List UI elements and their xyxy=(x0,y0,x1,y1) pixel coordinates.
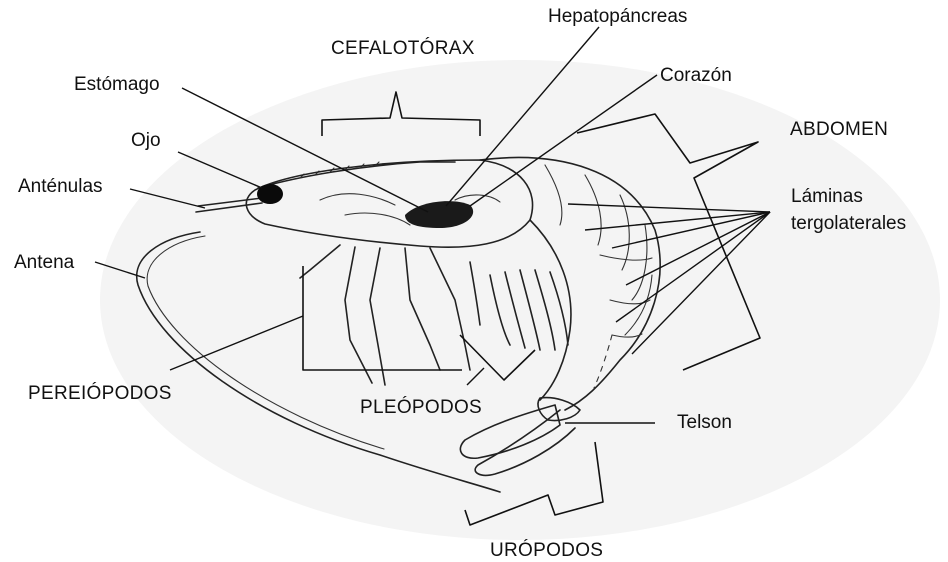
label-cefalotorax: CEFALOTÓRAX xyxy=(331,38,475,60)
pereiopodos-leader xyxy=(170,316,303,370)
laminas-leader-3 xyxy=(612,212,770,248)
corazon-leader xyxy=(470,75,657,206)
pereiopodos-bracket xyxy=(303,266,462,370)
label-corazon: Corazón xyxy=(660,65,732,87)
laminas-leader-2 xyxy=(585,212,770,230)
cefalotorax-brace xyxy=(322,92,480,136)
ojo-leader xyxy=(178,152,262,188)
label-estomago: Estómago xyxy=(74,74,160,96)
label-ojo: Ojo xyxy=(131,130,161,152)
uropodos-brace xyxy=(465,442,603,525)
label-pereiopodos: PEREIÓPODOS xyxy=(28,383,172,405)
antenulas-leader xyxy=(130,189,205,208)
label-abdomen: ABDOMEN xyxy=(790,119,888,141)
pleopodos-leader xyxy=(467,368,484,385)
label-antena: Antena xyxy=(14,252,74,274)
label-uropodos: URÓPODOS xyxy=(490,540,603,562)
laminas-leader-1 xyxy=(568,204,770,212)
laminas-leader-4 xyxy=(626,212,770,285)
label-pleopodos: PLEÓPODOS xyxy=(360,397,482,419)
antena-leader xyxy=(95,262,145,278)
label-laminas-tergolaterales: Láminas tergolaterales xyxy=(791,183,906,237)
label-antenulas: Anténulas xyxy=(18,176,103,198)
label-hepatopancreas: Hepatopáncreas xyxy=(548,6,687,28)
estomago-leader xyxy=(182,88,428,212)
pleopodos-bracket xyxy=(460,335,535,380)
label-telson: Telson xyxy=(677,412,732,434)
laminas-leader-6 xyxy=(632,212,770,354)
abdomen-brace xyxy=(577,114,760,370)
